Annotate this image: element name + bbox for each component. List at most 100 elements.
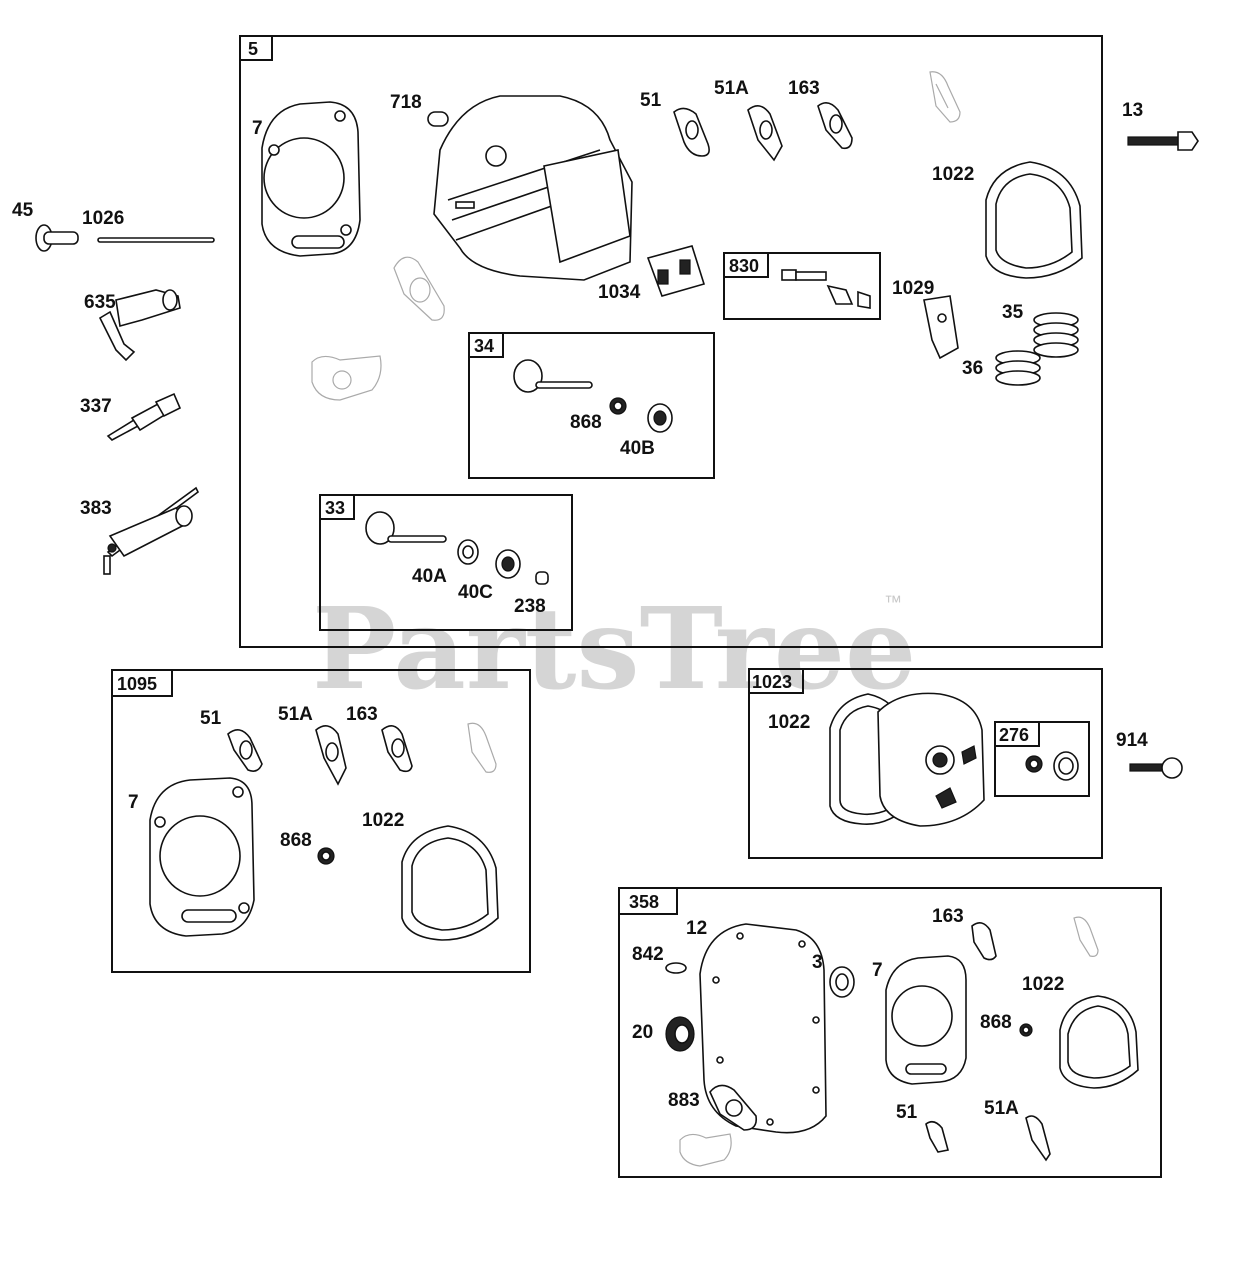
part-718-dowel-pin	[427, 111, 449, 127]
kit-1095-part-1022	[401, 825, 499, 941]
part-45-valve-lifter	[35, 224, 79, 252]
part-1026-push-rod	[97, 237, 215, 243]
kit-358-label-163: 163	[932, 906, 964, 927]
label-1022: 1022	[932, 164, 974, 185]
frame-358: 358	[618, 887, 1162, 1178]
frame-5-label: 5	[248, 39, 258, 59]
watermark-text: PartsTree	[312, 584, 916, 715]
label-914: 914	[1116, 730, 1148, 751]
label-7: 7	[252, 118, 263, 139]
part-383-breather-tube	[103, 486, 200, 575]
kit-1095-label-7: 7	[128, 792, 139, 813]
part-163-gasket	[817, 102, 853, 150]
kit-358-label-12: 12	[686, 918, 707, 939]
frame-1023-label: 1023	[752, 672, 792, 692]
label-1029: 1029	[892, 278, 934, 299]
kit-358-part-51	[925, 1120, 949, 1153]
frame-830-label: 830	[729, 256, 759, 276]
part-ghost-plate-gasket	[311, 355, 382, 401]
kit-358-label-1022: 1022	[1022, 974, 1064, 995]
kit-1095-label-1022: 1022	[362, 810, 404, 831]
label-35: 35	[1002, 302, 1024, 323]
part-35-valve-spring	[1033, 312, 1079, 358]
kit-358-label-868: 868	[980, 1012, 1012, 1033]
part-13-bolt	[1127, 131, 1199, 151]
kit-358-part-883-gasket	[709, 1084, 758, 1131]
kit-1095-ghost-gasket	[467, 722, 497, 773]
kit-1023-valve-cover	[877, 692, 985, 827]
label-868: 868	[570, 412, 602, 433]
part-7-head-gasket	[261, 101, 361, 257]
part-1029-rocker-arm	[923, 295, 959, 360]
label-40A: 40A	[412, 566, 447, 587]
part-ghost-gasket-top	[929, 71, 961, 123]
part-ghost-exhaust-gasket	[393, 256, 445, 321]
kit-358-part-842-o-ring	[665, 962, 687, 974]
watermark-trademark: ™	[884, 592, 902, 612]
kit-358-part-12-crankcase-gasket	[699, 923, 827, 1134]
part-36-valve-spring	[995, 350, 1041, 386]
kit-1095-label-51A: 51A	[278, 704, 313, 725]
kit-358-label-51A: 51A	[984, 1098, 1019, 1119]
frame-1023: 1023	[748, 668, 1103, 859]
label-40C: 40C	[458, 582, 493, 603]
frame-1095: 1095	[111, 669, 531, 973]
part-33-exhaust-valve	[365, 511, 447, 545]
kit-1095-part-163	[381, 725, 413, 773]
label-337: 337	[80, 396, 112, 417]
kit-358-part-1022	[1059, 995, 1139, 1089]
label-36: 36	[962, 358, 983, 379]
label-383: 383	[80, 498, 112, 519]
label-51A: 51A	[714, 78, 749, 99]
kit-358-part-868	[1019, 1023, 1033, 1037]
kit-358-ghost-gasket	[1073, 916, 1099, 957]
label-1026: 1026	[82, 208, 124, 229]
frame-34-label: 34	[474, 336, 494, 356]
part-914-screw	[1129, 757, 1183, 779]
part-337-spark-plug	[106, 392, 182, 441]
frame-276-label: 276	[999, 725, 1029, 745]
part-40B-spring-retainer	[647, 403, 673, 433]
kit-358-part-51A	[1025, 1115, 1051, 1162]
kit-1095-label-868: 868	[280, 830, 312, 851]
part-51-gasket	[673, 107, 710, 157]
label-238: 238	[514, 596, 546, 617]
label-51: 51	[640, 90, 662, 111]
kit-1095-part-51A	[315, 725, 347, 786]
frame-33-label: 33	[325, 498, 345, 518]
part-868-valve-seal	[609, 397, 627, 415]
part-238-valve-cap	[535, 571, 549, 585]
label-163: 163	[788, 78, 820, 99]
frame-5: 5	[239, 35, 1103, 648]
kit-358-part-163	[971, 922, 997, 961]
part-cylinder-head	[433, 95, 633, 281]
kit-276-seal-washer	[1025, 755, 1043, 773]
frame-276: 276	[994, 721, 1090, 797]
kit-1095-label-51: 51	[200, 708, 222, 729]
kit-358-label-883: 883	[668, 1090, 700, 1111]
kit-358-label-3: 3	[812, 952, 823, 973]
frame-358-label: 358	[629, 892, 659, 912]
part-830-rocker-stud	[781, 269, 871, 309]
part-1022-valve-cover-gasket	[985, 161, 1083, 279]
part-40A-spring-retainer	[457, 539, 479, 565]
kit-358-label-51: 51	[896, 1102, 918, 1123]
kit-1095-part-868	[317, 847, 335, 865]
part-34-intake-valve	[513, 359, 593, 393]
frame-1095-label: 1095	[117, 674, 157, 694]
frame-34: 34	[468, 332, 715, 479]
kit-1095-part-51	[227, 729, 263, 772]
part-1034-decal	[646, 245, 706, 297]
kit-1095-label-163: 163	[346, 704, 378, 725]
kit-358-label-20: 20	[632, 1022, 653, 1043]
label-13: 13	[1122, 100, 1143, 121]
kit-358-part-20-oil-seal	[665, 1016, 695, 1052]
kit-358-part-7-head-gasket	[885, 955, 967, 1085]
kit-276-seal-ring	[1053, 751, 1079, 781]
frame-830: 830	[723, 252, 881, 320]
label-40B: 40B	[620, 438, 655, 459]
part-51A-gasket	[747, 105, 783, 162]
kit-358-part-3-oil-seal	[829, 966, 855, 998]
frame-33: 33	[319, 494, 573, 631]
